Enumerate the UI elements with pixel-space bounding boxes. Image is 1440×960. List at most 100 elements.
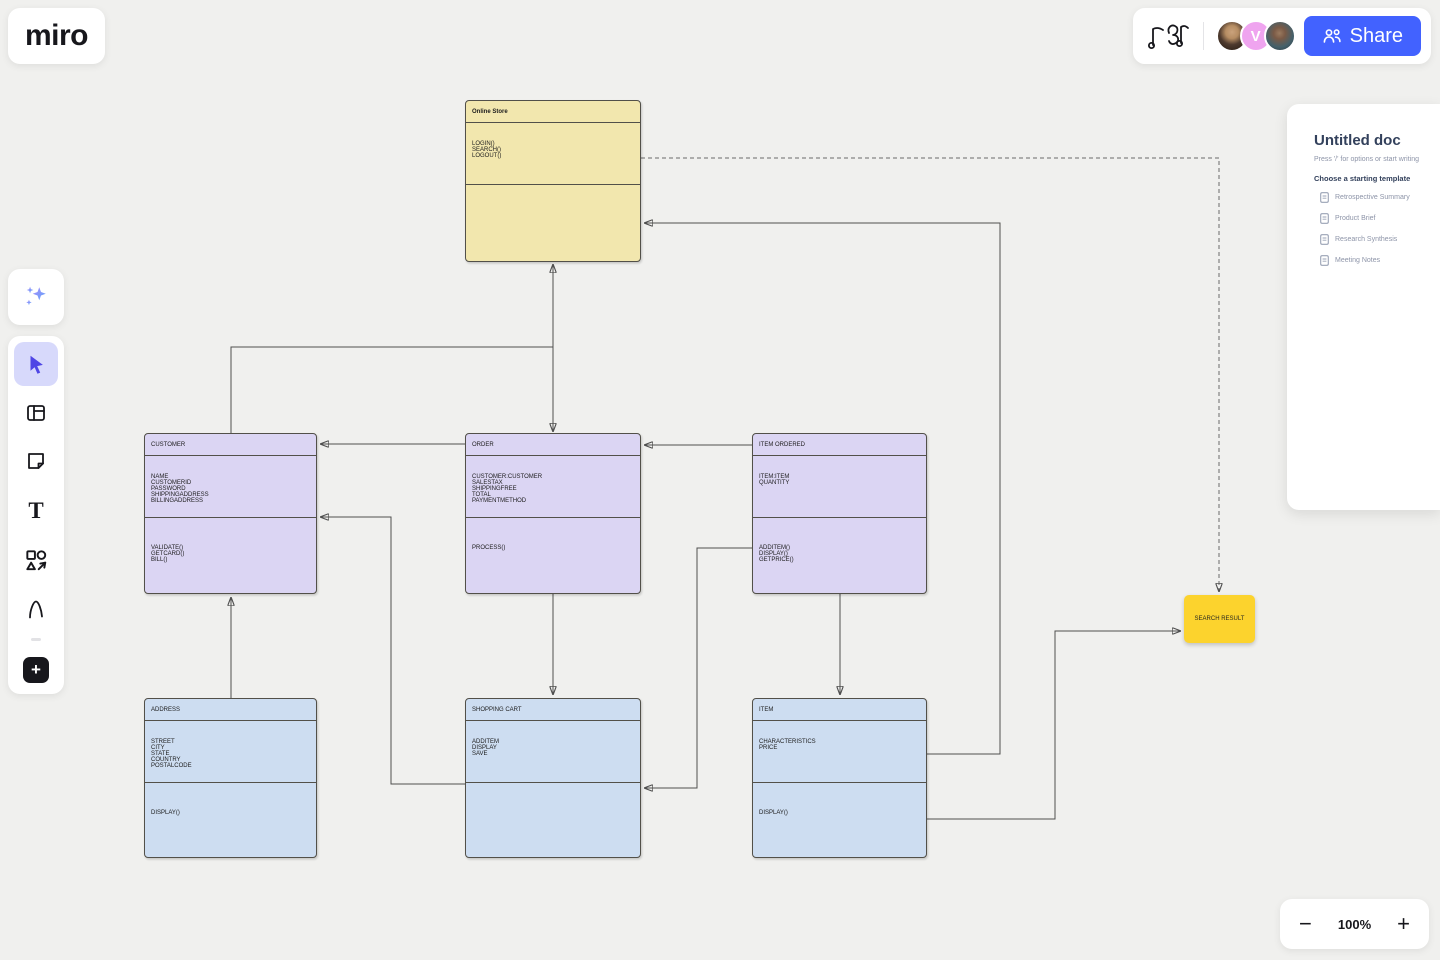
class-line: DISPLAY() [759, 810, 788, 816]
connector-shoppingcart-customer[interactable] [321, 517, 465, 785]
class-line: STREET [151, 739, 175, 745]
class-line: BILLINGADDRESS [151, 498, 204, 504]
class-line: SALESTAX [472, 480, 503, 486]
class-line: GETPRICE() [759, 557, 794, 563]
text-tool-icon: T [28, 498, 44, 523]
templates-icon [27, 405, 45, 421]
connector-itemordered-shoppingcart[interactable] [645, 547, 752, 788]
class-order[interactable]: ORDER CUSTOMER:CUSTOMER SALESTAX SHIPPIN… [465, 433, 641, 594]
class-line: SEARCH() [472, 147, 502, 153]
connector-item-searchresult[interactable] [927, 631, 1180, 820]
doc-panel[interactable]: Untitled doc Press '/' for options or st… [1287, 104, 1440, 510]
text-tool[interactable]: T [14, 489, 58, 533]
class-section-attributes: CHARACTERISTICS PRICE [753, 721, 926, 783]
sticky-label: SEARCH RESULT [1194, 616, 1245, 622]
people-icon [1323, 29, 1341, 43]
connector-branch-customer[interactable] [230, 346, 553, 433]
connector-onlinestore-searchresult-dashed[interactable] [641, 157, 1219, 591]
class-title: SHOPPING CART [466, 699, 640, 721]
pen-icon [29, 600, 43, 619]
collaboration-toolbar: V Share [1132, 8, 1431, 64]
class-line: ITEM:ITEM [759, 474, 790, 480]
shapes-tool[interactable] [14, 538, 58, 582]
plus-icon: + [23, 657, 49, 683]
pen-tool[interactable] [14, 587, 58, 631]
doc-icon [1320, 192, 1329, 203]
class-line: PROCESS() [472, 545, 506, 551]
cursor-icon [30, 355, 43, 374]
toolbar-divider-dot [31, 638, 41, 641]
template-item-product-brief[interactable]: Product Brief [1314, 213, 1428, 224]
class-line: TOTAL [472, 492, 491, 498]
class-section-methods: DISPLAY() [753, 783, 926, 857]
sticky-note-tool[interactable] [14, 440, 58, 484]
template-item-meeting-notes[interactable]: Meeting Notes [1314, 255, 1428, 266]
class-address[interactable]: ADDRESS STREET CITY STATE COUNTRY POSTAL… [144, 698, 317, 858]
template-item-research-synthesis[interactable]: Research Synthesis [1314, 234, 1428, 245]
zoom-in-button[interactable]: + [1397, 911, 1410, 936]
avatar-initial-text: V [1250, 27, 1261, 45]
toolbar-divider [1202, 22, 1204, 50]
sticky-search-result[interactable]: SEARCH RESULT [1184, 595, 1255, 643]
miro-logo-text: miro [24, 19, 89, 52]
class-customer[interactable]: CUSTOMER NAME CUSTOMERID PASSWORD SHIPPI… [144, 433, 317, 594]
template-label: Retrospective Summary [1335, 194, 1410, 201]
share-button[interactable]: Share [1303, 16, 1421, 56]
class-line: BILL() [151, 557, 168, 563]
class-line: PASSWORD [151, 486, 186, 492]
zoom-level: 100% [1337, 916, 1372, 932]
class-section-attributes: STREET CITY STATE COUNTRY POSTALCODE [145, 721, 316, 783]
templates-heading: Choose a starting template [1314, 174, 1411, 183]
class-shopping-cart[interactable]: SHOPPING CART ADDITEM DISPLAY SAVE [465, 698, 641, 858]
class-section-empty [466, 783, 640, 857]
collaborator-avatars: V [1215, 20, 1296, 52]
class-line: CUSTOMERID [151, 480, 192, 486]
class-line: STATE [151, 751, 170, 757]
add-more-tools[interactable]: + [14, 648, 58, 692]
class-line: DISPLAY() [759, 551, 788, 557]
doc-hint: Press '/' for options or start writing [1314, 156, 1419, 163]
class-title: ADDRESS [145, 699, 316, 721]
class-line: SHIPPINGADDRESS [151, 492, 209, 498]
doc-icon [1320, 213, 1329, 224]
template-item-retrospective-summary[interactable]: Retrospective Summary [1314, 192, 1428, 203]
class-line: CITY [151, 745, 165, 751]
class-section-empty [466, 185, 640, 261]
class-line: LOGIN() [472, 141, 495, 147]
class-title: ITEM [753, 699, 926, 721]
class-line: DISPLAY [472, 745, 497, 751]
music-notes-doodle-icon[interactable] [1147, 19, 1191, 53]
shapes-icon [26, 550, 47, 571]
class-online-store[interactable]: Online Store LOGIN() SEARCH() LOGOUT() [465, 100, 641, 262]
doc-icon [1320, 234, 1329, 245]
class-title: Online Store [466, 101, 640, 123]
template-label: Product Brief [1335, 215, 1376, 222]
class-section-methods: DISPLAY() [145, 783, 316, 857]
class-line: ADDITEM() [759, 545, 790, 551]
class-title: ITEM ORDERED [753, 434, 926, 456]
doc-icon [1320, 255, 1329, 266]
class-item[interactable]: ITEM CHARACTERISTICS PRICE DISPLAY() [752, 698, 927, 858]
class-line: GETCARD() [151, 551, 185, 557]
class-section-attributes: CUSTOMER:CUSTOMER SALESTAX SHIPPINGFREE … [466, 456, 640, 518]
class-item-ordered[interactable]: ITEM ORDERED ITEM:ITEM QUANTITY ADDITEM(… [752, 433, 927, 594]
ai-assistant-button[interactable] [8, 269, 64, 325]
class-title: ORDER [466, 434, 640, 456]
sticky-note-icon [28, 453, 44, 469]
zoom-out-button[interactable]: − [1299, 911, 1312, 936]
doc-title: Untitled doc [1314, 132, 1401, 149]
miro-logo[interactable]: miro [8, 8, 105, 64]
templates-tool[interactable] [14, 391, 58, 435]
class-line: CHARACTERISTICS [759, 739, 816, 745]
class-section-methods: PROCESS() [466, 518, 640, 593]
class-section-methods: VALIDATE() GETCARD() BILL() [145, 518, 316, 593]
connector-item-onlinestore[interactable] [645, 223, 1001, 755]
sparkles-icon [26, 286, 46, 306]
class-section-methods: ADDITEM() DISPLAY() GETPRICE() [753, 518, 926, 593]
template-label: Research Synthesis [1335, 236, 1398, 243]
creation-toolbar: T + [8, 336, 64, 694]
select-tool[interactable] [14, 342, 58, 386]
zoom-controls: − 100% + [1280, 899, 1429, 949]
avatar-photo-2[interactable] [1263, 20, 1296, 52]
